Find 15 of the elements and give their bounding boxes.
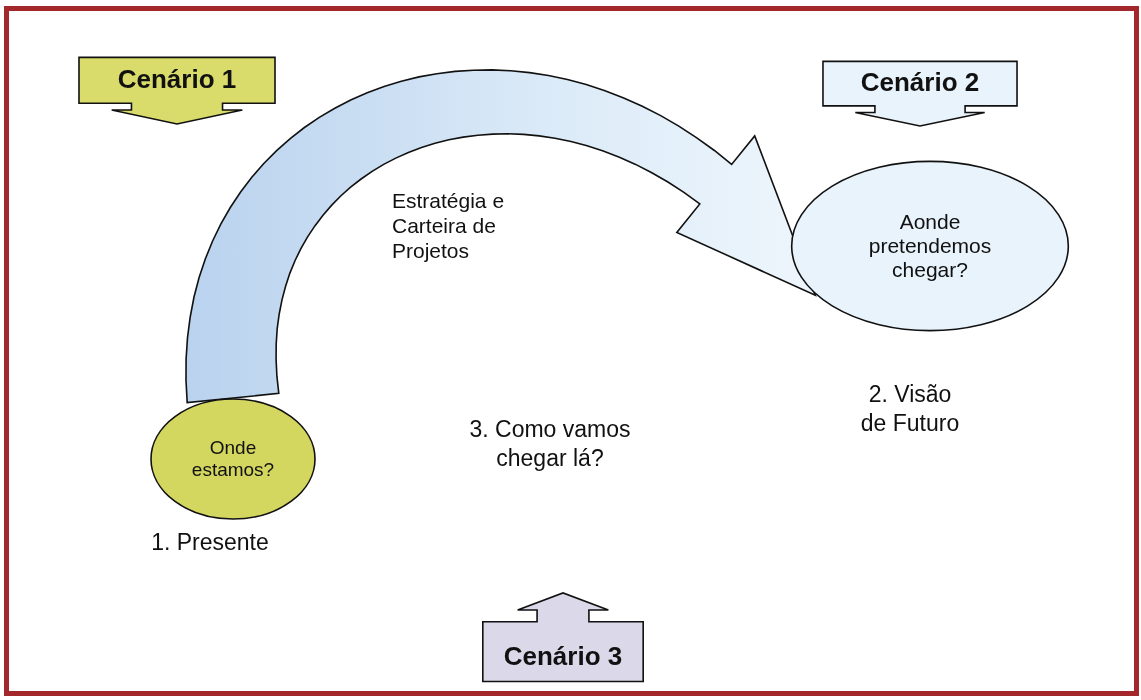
curved-block-arrow <box>185 69 817 404</box>
callout-box <box>78 57 276 125</box>
edge-label: Estratégia e Carteira de Projetos <box>392 188 506 264</box>
node-caption: 1. Presente <box>150 528 270 557</box>
ellipse-node <box>790 160 1070 332</box>
node-text: Onde estamos? <box>190 437 276 481</box>
node-text: Aonde pretendemos chegar? <box>867 209 993 283</box>
callout-box <box>822 61 1018 127</box>
node-text: Cenário 3 <box>503 642 623 674</box>
node-caption: 2. Visão de Futuro <box>859 380 961 438</box>
question-label: 3. Como vamos chegar lá? <box>468 415 632 473</box>
callout-box <box>482 592 644 682</box>
ellipse-node <box>150 398 316 520</box>
node-text: Cenário 2 <box>860 66 980 98</box>
node-text: Cenário 1 <box>117 63 237 95</box>
